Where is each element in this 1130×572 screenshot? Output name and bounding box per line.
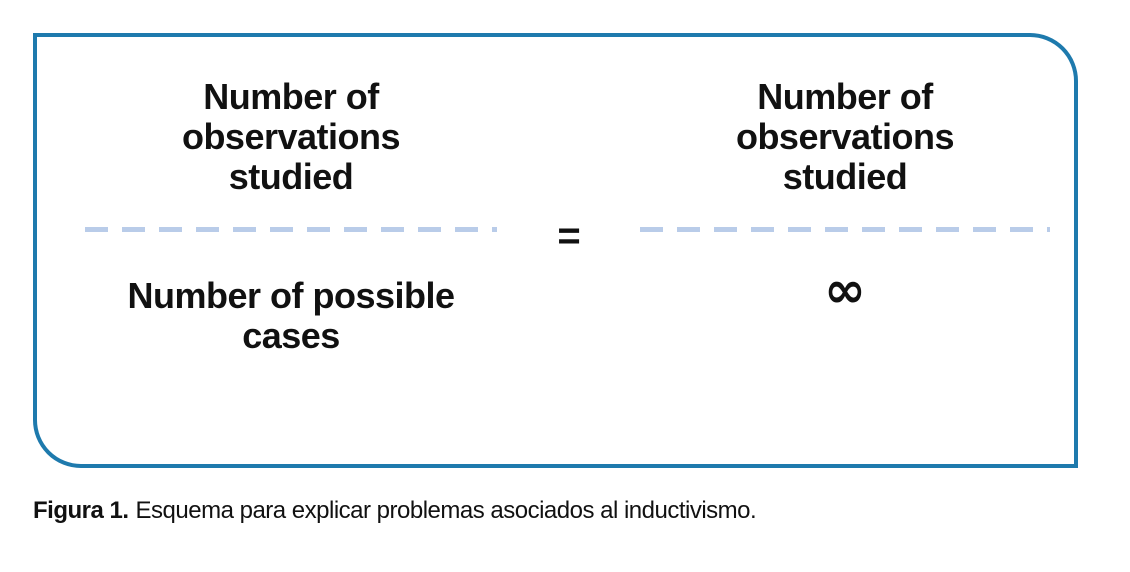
- fraction-left: Number of observations studied Number of…: [85, 77, 497, 356]
- figure-caption-label: Figura 1.: [33, 497, 129, 524]
- fraction-right-dashed-bar: [640, 227, 1050, 232]
- fraction-left-numerator: Number of observations studied: [181, 76, 401, 197]
- infinity-symbol: ∞: [824, 261, 866, 319]
- equation-box: Number of observations studied Number of…: [33, 33, 1078, 468]
- fraction-right: Number of observations studied ∞: [640, 77, 1050, 318]
- fraction-left-denominator: Number of possible cases: [127, 275, 455, 356]
- fraction-right-numerator: Number of observations studied: [735, 76, 955, 197]
- figure-caption-text: Esquema para explicar problemas asociado…: [135, 497, 757, 524]
- figure-caption: Figura 1.Esquema para explicar problemas…: [33, 494, 757, 528]
- fraction-left-dashed-bar: [85, 227, 497, 232]
- equals-sign: =: [557, 214, 581, 258]
